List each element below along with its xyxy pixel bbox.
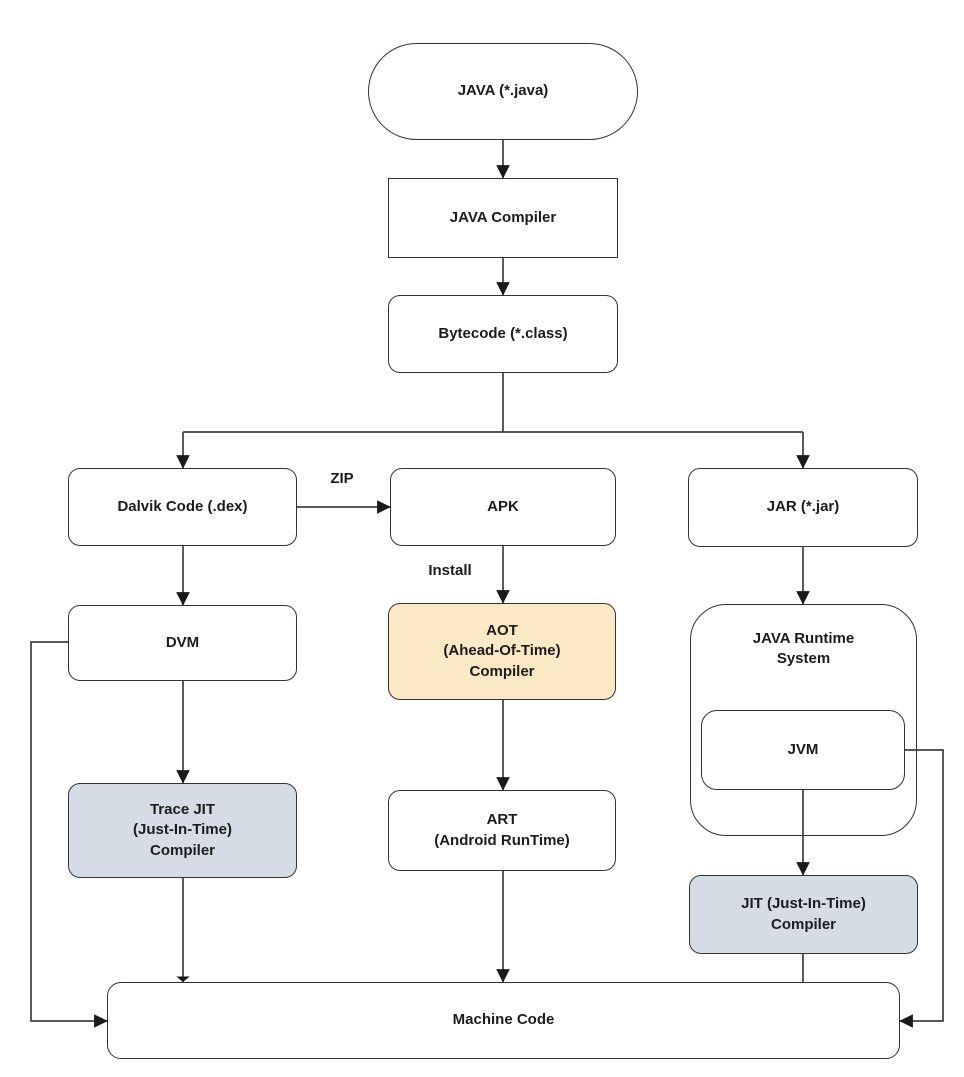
edge-label-install: Install: [428, 562, 472, 579]
node-trace-jit-compiler-line2: (Just-In-Time): [133, 821, 232, 839]
node-dvm-label: DVM: [165, 633, 200, 651]
node-java-compiler: JAVA Compiler: [388, 178, 618, 258]
node-jar: JAR (*.jar): [688, 468, 918, 547]
node-trace-jit-compiler-line3: Compiler: [149, 841, 215, 859]
node-aot-compiler: AOT (Ahead-Of-Time) Compiler: [388, 603, 616, 700]
node-aot-compiler-line2: (Ahead-Of-Time): [443, 642, 561, 660]
node-apk-label: APK: [487, 497, 519, 515]
node-java-runtime-system-line2: System: [776, 650, 831, 668]
edge-label-zip: ZIP: [330, 470, 354, 487]
node-bytecode-label: Bytecode (*.class): [438, 324, 568, 342]
node-machine-code-label: Machine Code: [452, 1011, 555, 1029]
node-jit-compiler-line1: JIT (Just-In-Time): [741, 895, 866, 913]
node-art-line2: (Android RunTime): [434, 831, 570, 849]
node-apk: APK: [390, 468, 616, 546]
node-art: ART (Android RunTime): [388, 790, 616, 871]
node-dvm: DVM: [68, 605, 297, 681]
node-jar-label: JAR (*.jar): [766, 498, 840, 516]
node-trace-jit-compiler-line1: Trace JIT: [149, 801, 216, 819]
node-trace-jit-compiler: Trace JIT (Just-In-Time) Compiler: [68, 783, 297, 878]
node-dalvik-code: Dalvik Code (.dex): [68, 468, 297, 546]
node-bytecode: Bytecode (*.class): [388, 295, 618, 373]
node-jvm: JVM: [701, 710, 905, 790]
node-dalvik-code-label: Dalvik Code (.dex): [117, 497, 248, 515]
node-java-runtime-system-line1: JAVA Runtime: [752, 630, 855, 647]
node-jit-compiler-line2: Compiler: [770, 915, 836, 933]
node-aot-compiler-line3: Compiler: [469, 662, 535, 680]
node-jvm-label: JVM: [787, 740, 819, 758]
node-java-source-label: JAVA (*.java): [457, 82, 549, 100]
node-aot-compiler-line1: AOT: [486, 622, 518, 640]
node-art-line1: ART: [486, 811, 518, 829]
node-java-compiler-label: JAVA Compiler: [449, 208, 557, 226]
node-machine-code: Machine Code: [107, 982, 900, 1059]
node-java-source: JAVA (*.java): [368, 43, 638, 140]
node-jit-compiler: JIT (Just-In-Time) Compiler: [689, 875, 918, 954]
